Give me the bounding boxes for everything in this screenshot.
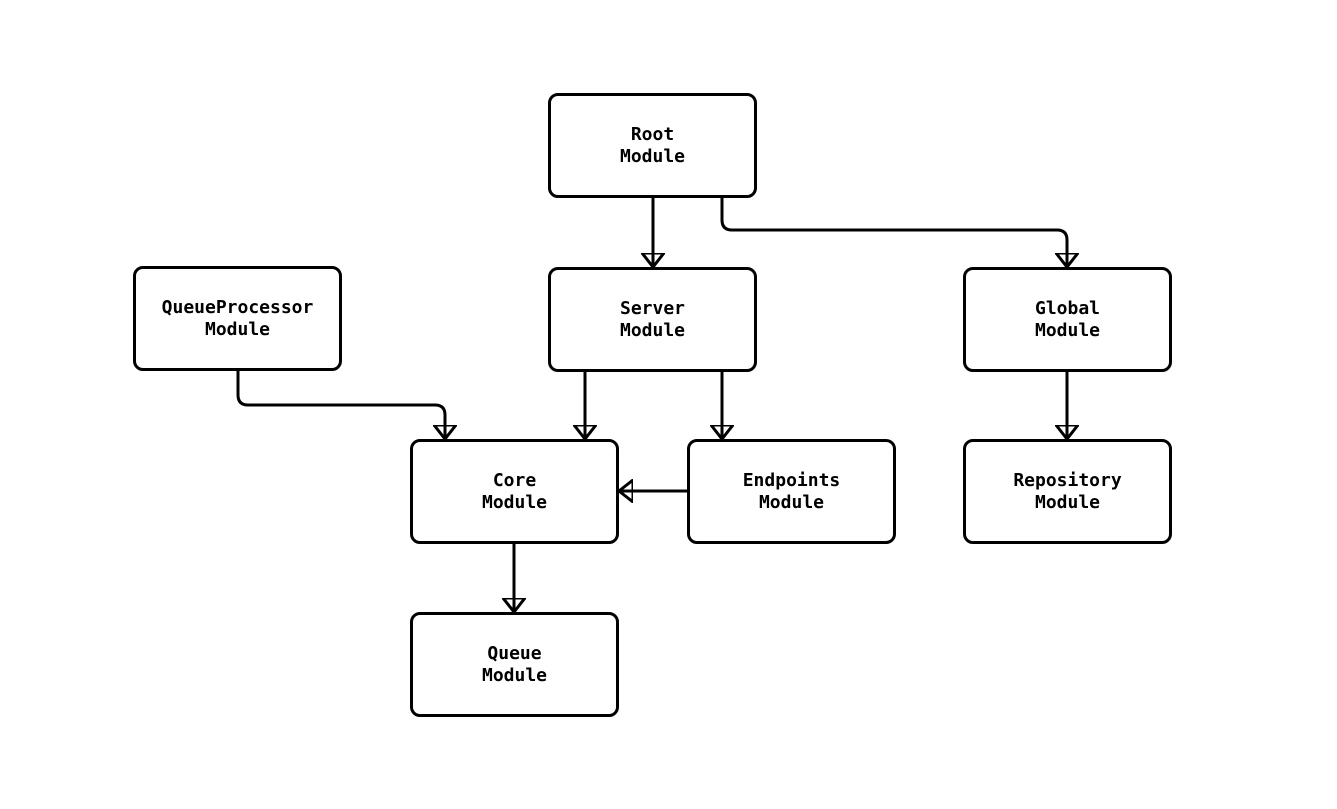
node-root-module-label: Root Module bbox=[619, 123, 686, 167]
node-core-module-label: Core Module bbox=[481, 469, 548, 513]
node-endpoints-module: Endpoints Module bbox=[687, 439, 896, 544]
node-queue-module: Queue Module bbox=[410, 612, 619, 717]
edge-queueprocessor-core bbox=[236, 371, 445, 438]
node-global-module: Global Module bbox=[963, 267, 1172, 372]
node-server-module: Server Module bbox=[548, 267, 757, 372]
node-queueprocessor-module: QueueProcessor Module bbox=[133, 266, 342, 371]
node-repository-module-label: Repository Module bbox=[1013, 469, 1122, 513]
node-core-module: Core Module bbox=[410, 439, 619, 544]
node-server-module-label: Server Module bbox=[619, 297, 686, 341]
node-queue-module-label: Queue Module bbox=[481, 642, 548, 686]
node-endpoints-module-label: Endpoints Module bbox=[742, 469, 841, 513]
node-queueprocessor-module-label: QueueProcessor Module bbox=[161, 296, 314, 340]
node-root-module: Root Module bbox=[548, 93, 757, 198]
node-repository-module: Repository Module bbox=[963, 439, 1172, 544]
edge-root-global bbox=[720, 198, 1067, 266]
node-global-module-label: Global Module bbox=[1034, 297, 1101, 341]
